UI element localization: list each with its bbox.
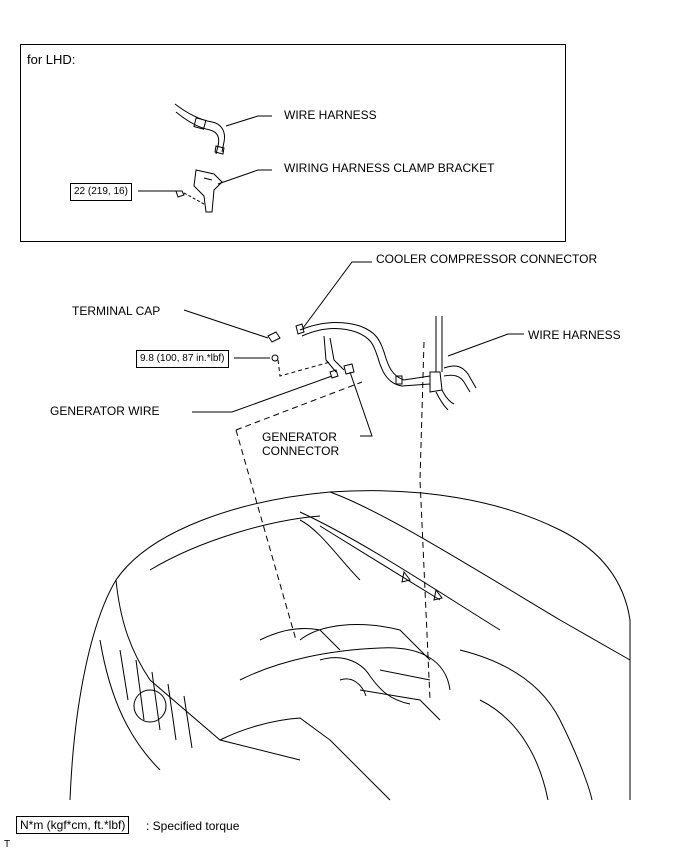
legend-description: : Specified torque	[146, 819, 240, 833]
label-terminal-cap: TERMINAL CAP	[72, 304, 161, 318]
inset-leader-clamp-bracket	[217, 169, 272, 185]
label-generator-connector-line1: GENERATOR	[262, 430, 337, 444]
label-generator-wire: GENERATOR WIRE	[50, 404, 160, 418]
corner-mark: T	[4, 839, 11, 850]
inset-leader-wire-harness	[225, 115, 272, 127]
terminal-dashed-link	[277, 359, 331, 377]
inset-torque-box: 22 (219, 16)	[70, 183, 132, 201]
label-wire-harness: WIRE HARNESS	[528, 328, 621, 342]
projection-line-right	[419, 341, 431, 701]
leader-terminal-cap	[183, 309, 269, 339]
lhd-inset-panel: for LHD:	[20, 44, 566, 242]
label-cooler-compressor-connector: COOLER COMPRESSOR CONNECTOR	[376, 252, 598, 266]
leader-generator-wire	[192, 375, 333, 413]
leader-wire-harness	[447, 333, 524, 357]
vehicle-illustration	[69, 490, 631, 801]
inset-clamp-bracket-illustration	[175, 169, 223, 213]
terminal-cap-illustration	[267, 331, 281, 343]
projection-line-left	[235, 381, 363, 641]
harness-assembly-illustration	[295, 316, 477, 411]
label-generator-connector-line2: CONNECTOR	[262, 444, 340, 458]
leader-cooler-compressor	[302, 261, 372, 329]
inset-label-clamp-bracket: WIRING HARNESS CLAMP BRACKET	[284, 161, 495, 175]
inset-label-wire-harness: WIRE HARNESS	[284, 108, 377, 122]
leader-generator-connector	[349, 371, 373, 437]
inset-title: for LHD:	[27, 52, 76, 67]
inset-wire-harness-illustration	[174, 103, 225, 155]
legend-unit-box: N*m (kgf*cm, ft.*lbf)	[16, 816, 130, 834]
terminal-nut-illustration	[271, 354, 279, 362]
torque-box-terminal: 9.8 (100, 87 in.*lbf)	[136, 350, 229, 368]
